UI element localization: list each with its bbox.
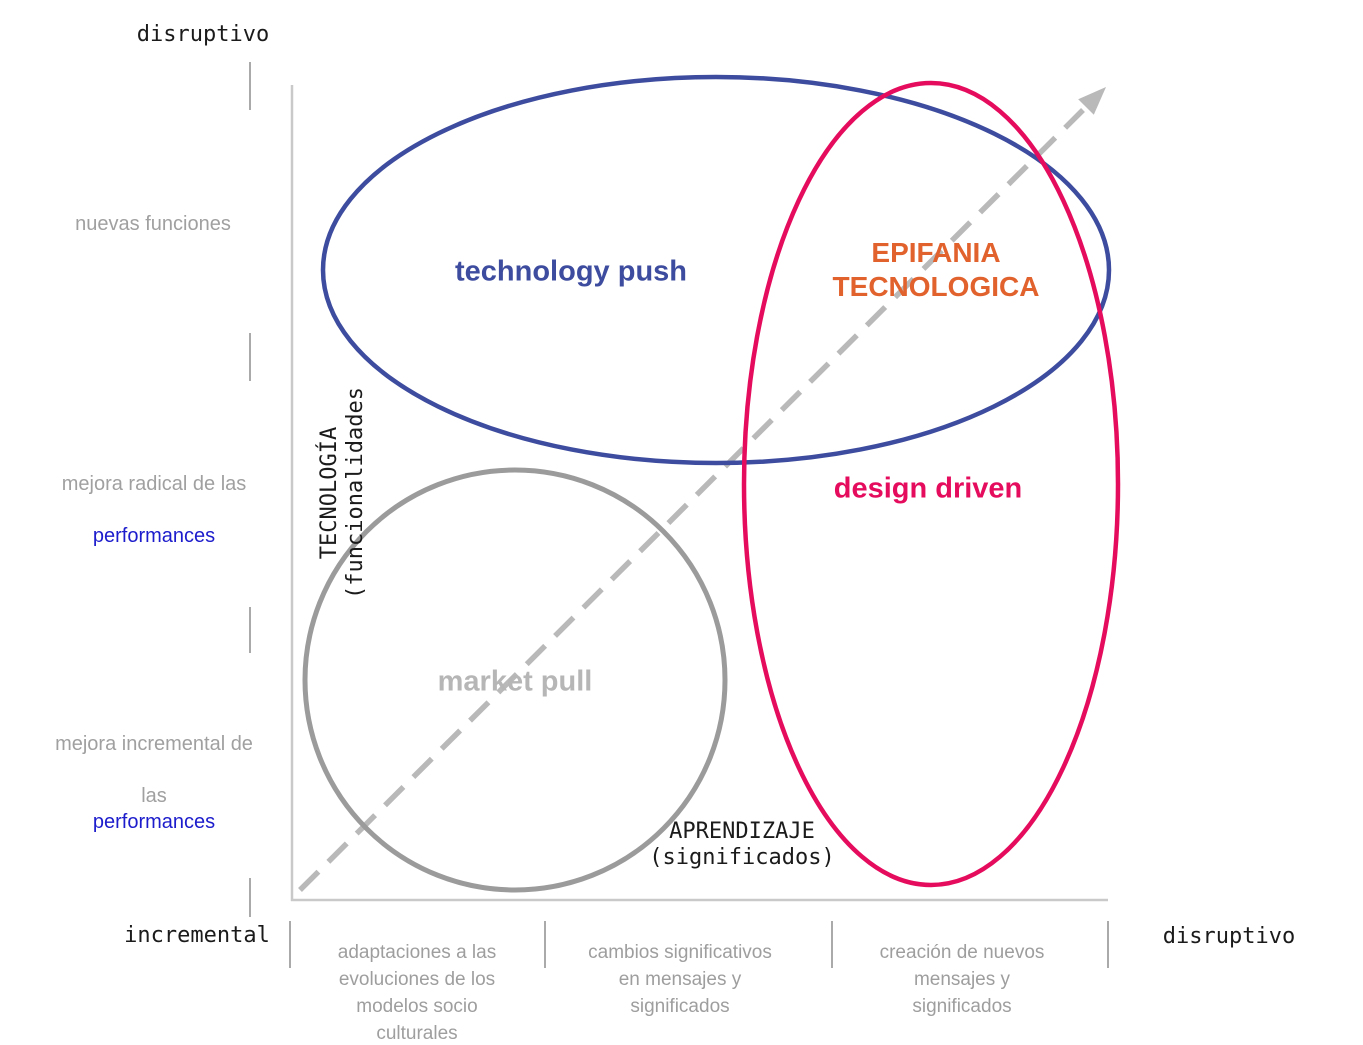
x-axis-right-end-label: disruptivo [1162,924,1296,949]
y-axis-title: TECNOLOGÍA (funcionalidades [317,387,368,599]
y-tick-label-mejora-radical: mejora radical de las performances [62,445,247,549]
design-driven-label: design driven [833,472,1023,505]
technology-push-label: technology push [455,255,687,288]
epifania-tecnologica-label: EPIFANIA TECNOLOGICA [832,237,1040,302]
y-axis-bottom-end-label: incremental [124,923,270,948]
y-tick-label-line2-prefix: las [141,785,167,807]
y-tick-label-mejora-incremental: mejora incremental de las performances [55,705,253,835]
y-tick-label-nuevas-funciones: nuevas funciones [75,213,231,235]
market-pull-circle [302,467,728,893]
design-driven-ellipse [741,80,1121,888]
x-tick-label-cambios: cambios significativos en mensajes y sig… [588,942,772,1017]
arrowhead-icon [1078,87,1106,115]
x-axis-title: APRENDIZAJE (significados) [649,819,835,870]
y-tick-label-line: mejora radical de las [61,473,247,495]
y-axis-top-end-label: disruptivo [136,22,270,47]
x-tick-label-creacion: creación de nuevos mensajes y significad… [879,942,1045,1017]
performances-highlight: performances [92,525,216,547]
technology-push-ellipse [320,74,1112,466]
market-pull-label: market pull [437,665,593,698]
x-tick-label-adaptaciones: adaptaciones a las evoluciones de los mo… [337,942,497,1044]
diagonal-trend-arrow-line [298,108,1085,892]
y-tick-label-line: mejora incremental de [55,733,253,755]
performances-highlight: performances [92,811,216,833]
